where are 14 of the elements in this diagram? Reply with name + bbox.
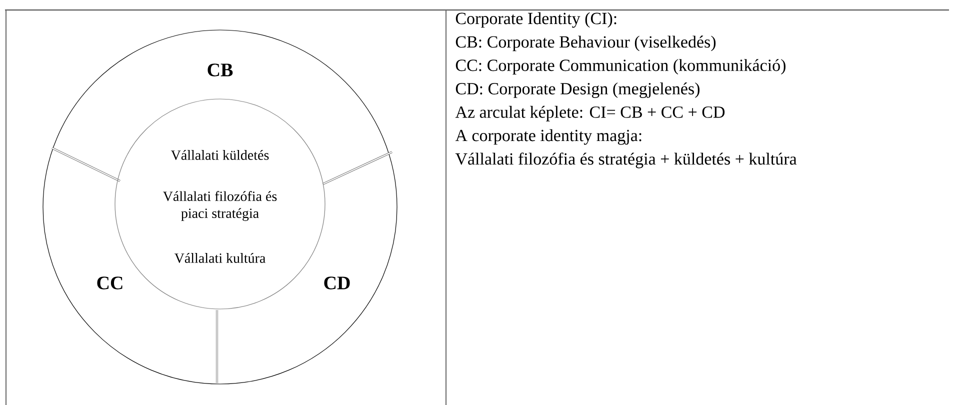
legend-line: A corporate identity magja:: [455, 129, 642, 145]
core-text: Vállalati filozófia és piaci stratégia: [163, 191, 277, 221]
legend-line: Corporate Identity (CI):: [456, 12, 616, 28]
legend-line: CC: Corporate Communication (kommunikáció): [456, 59, 786, 75]
legend-line: CD: Corporate Design (megjelenés): [456, 82, 700, 98]
legend-line: Az arculat képlete: CI= CB + CC + CD: [455, 106, 725, 122]
segment-label: CB: [208, 64, 233, 76]
core-text: Vállalati kultúra: [174, 253, 266, 263]
legend-line: CB: Corporate Behaviour (viselkedés): [456, 36, 716, 52]
segment-label: CD: [324, 276, 350, 290]
outer-ring: [42, 30, 398, 384]
core-text: Vállalati küldetés: [170, 150, 269, 160]
legend-line: Vállalati filozófia és stratégia + küldetés + kultúra: [455, 152, 797, 168]
segment-label: CC: [97, 276, 122, 290]
